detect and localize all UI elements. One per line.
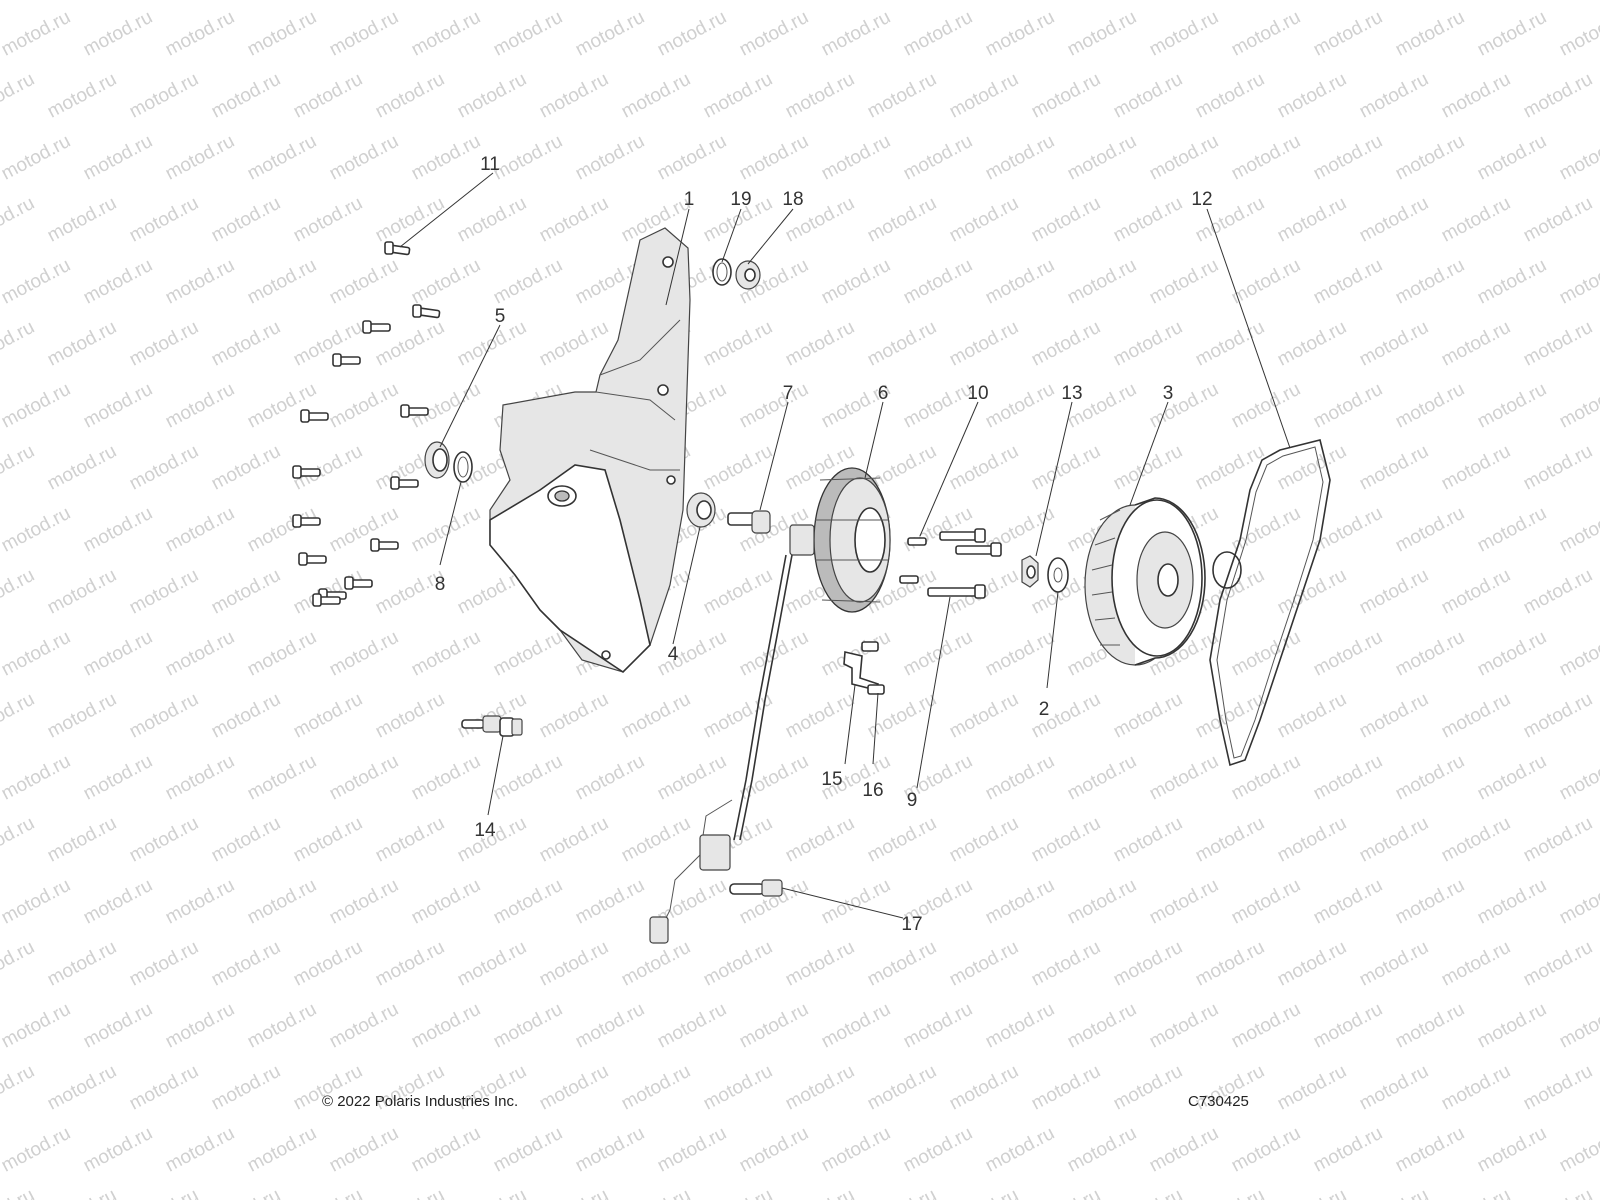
flywheel-part: [1084, 497, 1206, 666]
pin-part: [727, 510, 771, 534]
bolt: [298, 552, 327, 566]
callout-label-11: 11: [480, 154, 500, 175]
callout-label-1: 1: [684, 189, 695, 210]
bolt: [384, 241, 411, 256]
callout-label-19: 19: [730, 189, 751, 210]
bolt: [390, 476, 419, 490]
bolt: [312, 593, 341, 607]
stator-cover-part: [489, 227, 691, 674]
gasket-part: [1209, 439, 1331, 767]
callout-label-7: 7: [783, 383, 794, 404]
stator-part: [789, 467, 891, 613]
bolt: [332, 353, 361, 367]
callout-label-12: 12: [1191, 189, 1212, 210]
callout-label-9: 9: [907, 790, 918, 811]
callout-label-6: 6: [878, 383, 889, 404]
bolt: [400, 404, 429, 418]
wire-harness-part: [649, 554, 793, 944]
callout-label-15: 15: [821, 769, 842, 790]
washer-part: [1047, 557, 1069, 593]
callout-label-3: 3: [1163, 383, 1174, 404]
bolt: [344, 576, 373, 590]
temperature-sensor-part: [461, 715, 523, 737]
callout-label-17: 17: [901, 914, 922, 935]
bearing-part: [686, 492, 716, 528]
callout-label-13: 13: [1061, 383, 1082, 404]
seal-part: [424, 441, 450, 479]
bolt: [412, 304, 441, 319]
callout-label-2: 2: [1039, 699, 1050, 720]
callout-label-14: 14: [474, 820, 496, 841]
bolt: [370, 538, 399, 552]
leader-lines: [399, 172, 1291, 919]
bolt: [362, 320, 391, 334]
callout-label-8: 8: [435, 574, 446, 595]
screw-part: [861, 641, 879, 652]
o-ring-part: [453, 451, 473, 483]
screw-part: [867, 684, 885, 695]
callout-label-18: 18: [782, 189, 803, 210]
bolt-part: [899, 528, 1002, 599]
callout-label-10: 10: [967, 383, 988, 404]
callout-label-16: 16: [862, 780, 883, 801]
callout-label-5: 5: [495, 306, 506, 327]
bolt: [292, 514, 321, 528]
bearing-part: [735, 260, 761, 290]
callout-labels: 11 1 19 18 12 5 7 6 10 13 3 8 4 2 15 16 …: [435, 154, 1213, 935]
ground-terminal-part: [729, 879, 783, 897]
o-ring-part: [712, 258, 732, 286]
bolt-group: [292, 241, 441, 607]
nut-part: [1021, 555, 1039, 588]
diagram-code: C730425: [1188, 1093, 1249, 1110]
copyright-text: © 2022 Polaris Industries Inc.: [322, 1093, 519, 1110]
bolt: [300, 409, 329, 423]
bolt: [292, 465, 321, 479]
callout-label-4: 4: [668, 644, 679, 665]
